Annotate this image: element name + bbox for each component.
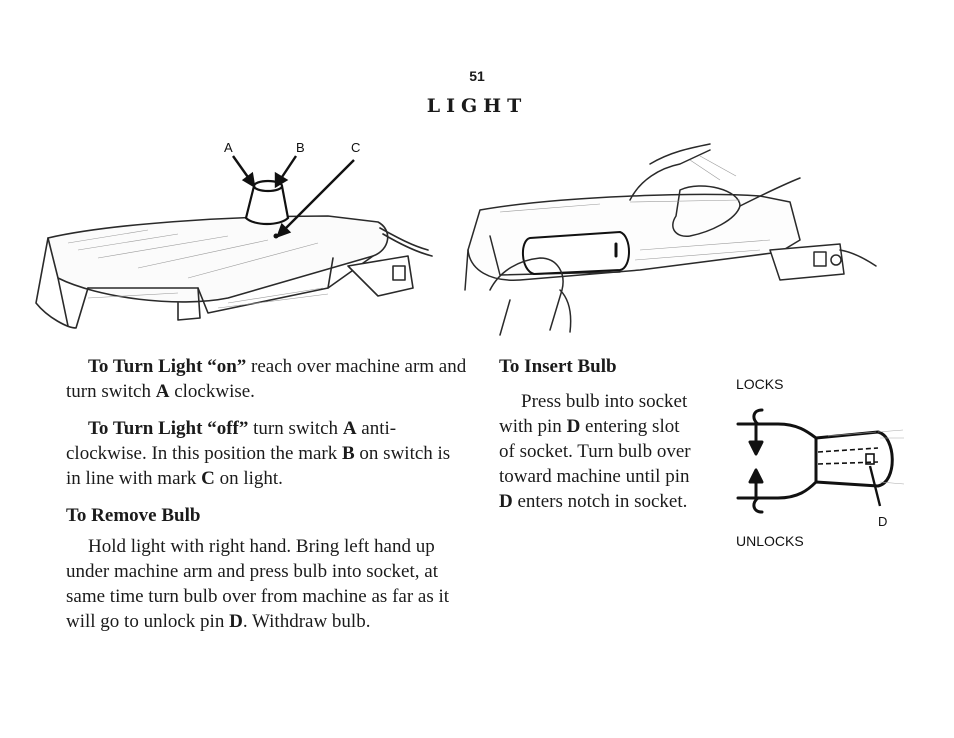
- paragraph-insert-bulb: Press bulb into socket with pin D enteri…: [499, 391, 691, 512]
- heading-turn-on: To Turn Light: [88, 356, 203, 377]
- paragraph-turn-on: To Turn Light “on” reach over machine ar…: [66, 356, 467, 402]
- unlocks-label: UNLOCKS: [736, 533, 804, 549]
- paragraph-turn-off: To Turn Light “off” turn switch A anti-c…: [66, 418, 451, 489]
- off-text: “off”: [207, 418, 249, 439]
- label-a: A: [224, 140, 233, 155]
- bulb-insert-illustration: [464, 143, 877, 336]
- right-column: To Insert Bulb Press bulb into socket wi…: [499, 354, 699, 514]
- socket-diagram: [736, 408, 905, 514]
- heading-remove-bulb: To Remove Bulb: [66, 505, 201, 526]
- light-unit-illustration: [35, 155, 433, 329]
- page-number: 51: [469, 68, 485, 84]
- locks-label: LOCKS: [736, 376, 784, 392]
- heading-insert-bulb: To Insert Bulb: [499, 356, 617, 377]
- label-c: C: [351, 140, 361, 155]
- page-title: LIGHT: [426, 95, 528, 117]
- on-text: “on”: [207, 356, 247, 377]
- paragraph-remove-bulb: Hold light with right hand. Bring left h…: [66, 536, 450, 632]
- heading-turn-off: To Turn Light: [88, 418, 203, 439]
- label-b: B: [296, 140, 305, 155]
- d-label: D: [878, 514, 888, 529]
- left-column: To Turn Light “on” reach over machine ar…: [66, 354, 468, 634]
